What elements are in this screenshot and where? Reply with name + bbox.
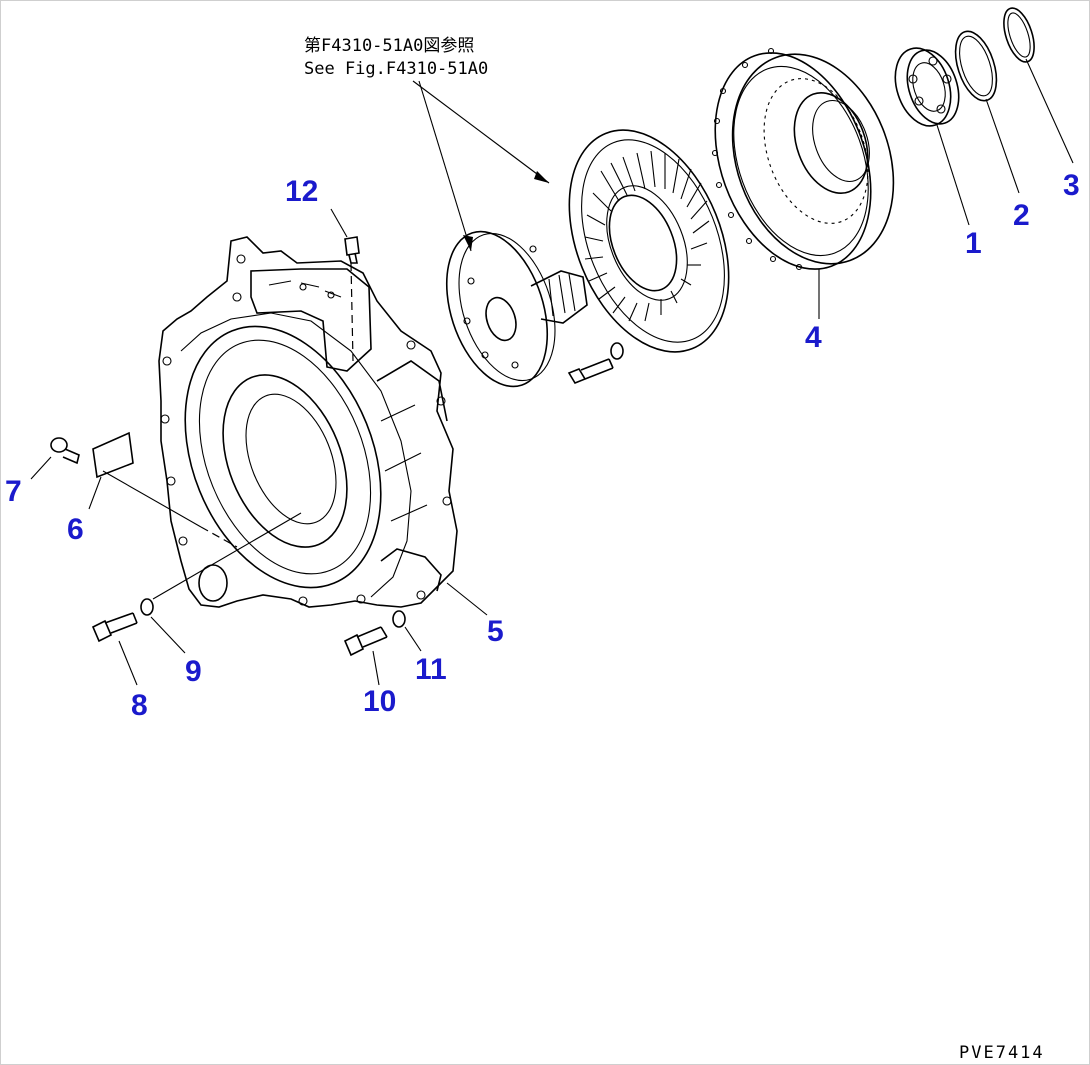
housing-bolt-holes bbox=[160, 254, 452, 606]
flange-bolt bbox=[567, 342, 624, 384]
housing-bolt-right bbox=[343, 626, 388, 686]
turbine-disk bbox=[568, 129, 730, 353]
reference-note-japanese: 第F4310-51A0図参照 bbox=[304, 36, 474, 56]
reference-note-english: See Fig.F4310-51A0 bbox=[304, 59, 488, 79]
name-plate-part bbox=[88, 431, 238, 548]
main-housing-part bbox=[158, 236, 488, 616]
callout-3: 3 bbox=[1063, 169, 1080, 202]
washer-right bbox=[392, 610, 422, 652]
callout-11: 11 bbox=[415, 653, 447, 686]
callout-5: 5 bbox=[487, 615, 504, 648]
breather-plug-part bbox=[330, 208, 360, 362]
housing-bolt-left bbox=[91, 612, 138, 686]
rivet-part bbox=[30, 437, 80, 480]
callout-4: 4 bbox=[805, 321, 822, 354]
callout-12: 12 bbox=[285, 175, 318, 208]
drive-flange bbox=[445, 230, 588, 388]
drawing-code: PVE7414 bbox=[959, 1043, 1045, 1063]
torque-converter-bolt-holes bbox=[711, 47, 803, 271]
callout-2: 2 bbox=[1013, 199, 1030, 232]
callout-1: 1 bbox=[965, 227, 982, 260]
turbine-blades bbox=[584, 150, 710, 322]
callout-6: 6 bbox=[67, 513, 84, 546]
washer-left bbox=[140, 512, 302, 654]
snap-ring-part bbox=[1003, 7, 1074, 164]
reference-arrows bbox=[412, 80, 550, 252]
bearing-part bbox=[894, 47, 970, 226]
shim-ring-part bbox=[954, 30, 1020, 194]
callout-10: 10 bbox=[363, 685, 396, 718]
callout-7: 7 bbox=[5, 475, 22, 508]
callout-9: 9 bbox=[185, 655, 202, 688]
callout-8: 8 bbox=[131, 689, 148, 722]
torque-converter-part bbox=[711, 47, 895, 319]
